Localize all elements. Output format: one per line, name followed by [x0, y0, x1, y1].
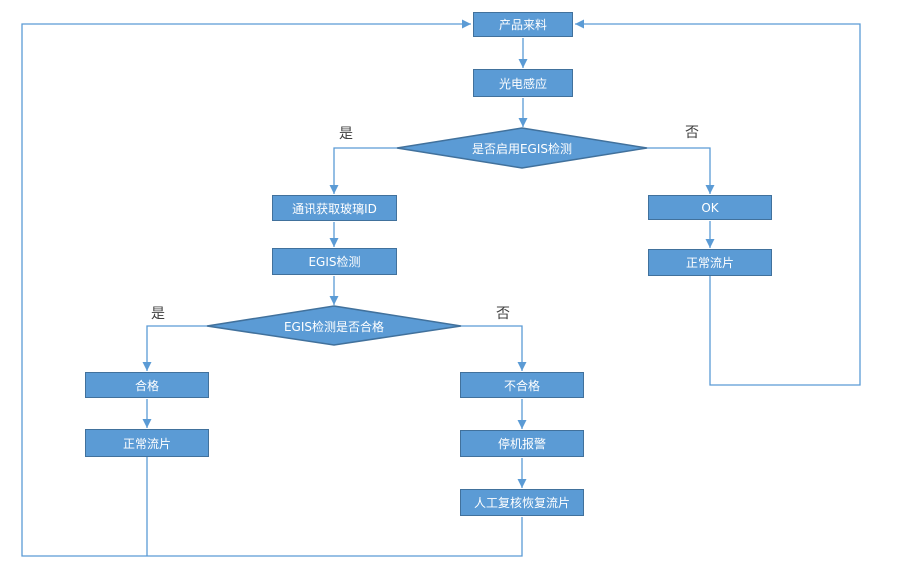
- connector-manual-review-loop-to-product-incoming: [21, 19, 523, 557]
- decision-enable-egis-label: 是否启用EGIS检测: [471, 141, 573, 156]
- connector-normal-flow-right-loop-to-product-incoming: [575, 19, 861, 386]
- node-normal-flow-right: 正常流片: [648, 249, 772, 276]
- node-pass: 合格: [85, 372, 209, 398]
- branch-label-egis-pass-no: 否: [496, 306, 510, 322]
- node-egis-test: EGIS检测: [272, 248, 397, 275]
- node-photo-sensor: 光电感应: [473, 69, 573, 97]
- node-comm-get-glass-id: 通讯获取玻璃ID: [272, 195, 397, 221]
- branch-label-enable-egis-no: 否: [685, 125, 699, 141]
- node-fail: 不合格: [460, 372, 584, 398]
- connector-egis-pass-no-to-fail: [461, 325, 527, 371]
- connector-enable-egis-yes-to-comm-get-glass-id: [329, 147, 397, 194]
- branch-label-enable-egis-yes: 是: [339, 126, 353, 142]
- branch-label-egis-pass-yes: 是: [151, 306, 165, 322]
- decision-egis-pass-shape: [206, 305, 462, 346]
- node-product-incoming: 产品来料: [473, 12, 573, 37]
- decision-enable-egis-shape: [396, 127, 648, 169]
- decision-egis-pass-label: EGIS检测是否合格: [283, 319, 385, 334]
- connector-enable-egis-no-to-ok: [647, 147, 715, 194]
- node-stop-alarm: 停机报警: [460, 430, 584, 457]
- connector-egis-pass-yes-to-pass: [142, 325, 207, 371]
- node-normal-flow-left: 正常流片: [85, 429, 209, 457]
- node-manual-review-resume: 人工复核恢复流片: [460, 489, 584, 516]
- node-ok: OK: [648, 195, 772, 220]
